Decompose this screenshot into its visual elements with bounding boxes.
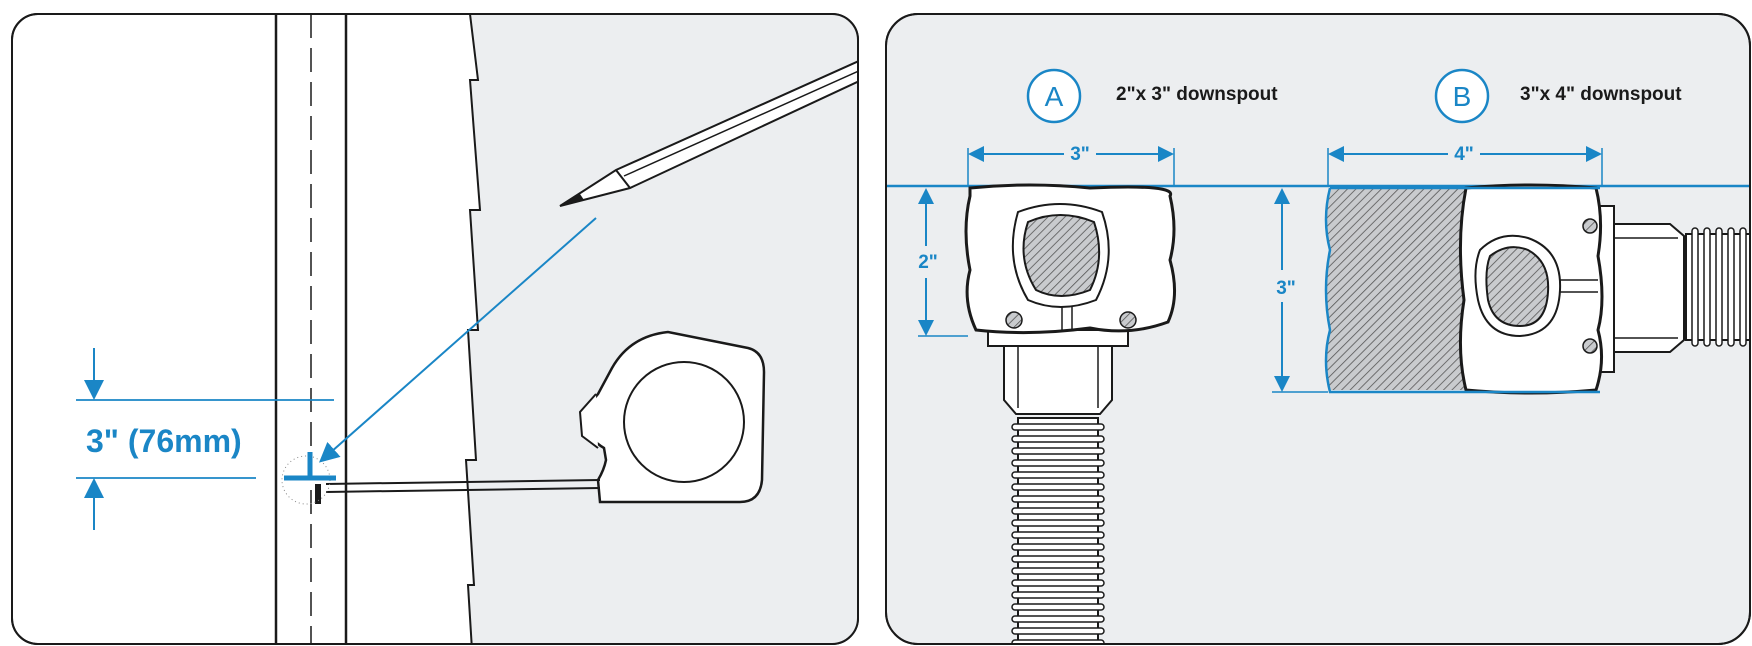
option-a-letter: A	[1045, 81, 1064, 112]
option-b-letter: B	[1453, 81, 1472, 112]
tape-measure-icon	[315, 330, 766, 504]
downspout-b-drawing	[1324, 183, 1750, 395]
option-a-badge	[1026, 68, 1082, 124]
dimension-a-height	[918, 188, 968, 337]
hose-rib	[1011, 579, 1105, 587]
hose-rib	[1011, 627, 1105, 635]
downspout-a-drawing	[964, 183, 1177, 644]
hose-rib	[1715, 227, 1723, 347]
siding-wall	[464, 14, 858, 644]
hose-rib	[1011, 435, 1105, 443]
hose-rib	[1011, 615, 1105, 623]
measurement-label: 3" (76mm)	[86, 423, 242, 459]
hose-rib	[1011, 483, 1105, 491]
left-panel	[11, 13, 859, 645]
hose-rib	[1011, 471, 1105, 479]
hose-rib	[1011, 459, 1105, 467]
hose-rib	[1739, 227, 1747, 347]
right-panel	[885, 13, 1751, 645]
dimension-b-height	[1272, 188, 1328, 393]
option-b-title: 3"x 4" downspout	[1520, 84, 1682, 105]
option-b-height-label: 3"	[1276, 278, 1296, 299]
option-a-title: 2"x 3" downspout	[1116, 84, 1278, 105]
pencil-icon	[559, 54, 858, 207]
option-a-width-label: 3"	[1070, 144, 1090, 165]
pointer-line	[319, 217, 597, 463]
hose-rib	[1011, 543, 1105, 551]
hose-rib	[1727, 227, 1735, 347]
hose-rib	[1011, 507, 1105, 515]
hose-rib	[1703, 227, 1711, 347]
hose-rib	[1011, 531, 1105, 539]
option-b-badge	[1434, 68, 1490, 124]
option-b-width-label: 4"	[1454, 144, 1474, 165]
hose-rib	[1011, 603, 1105, 611]
hose-rib	[1011, 519, 1105, 527]
hose-rib	[1011, 447, 1105, 455]
hose-rib	[1011, 495, 1105, 503]
hose-rib	[1011, 567, 1105, 575]
hose-rib	[1011, 423, 1105, 431]
hose-rib	[1011, 555, 1105, 563]
mark-crosshair	[281, 452, 336, 505]
option-a-height-label: 2"	[918, 252, 938, 273]
hose-rib	[1691, 227, 1699, 347]
dimension-3in	[76, 348, 334, 530]
hose-rib	[1011, 591, 1105, 599]
dimension-b-width	[1327, 146, 1603, 186]
dimension-a-width	[967, 146, 1175, 186]
